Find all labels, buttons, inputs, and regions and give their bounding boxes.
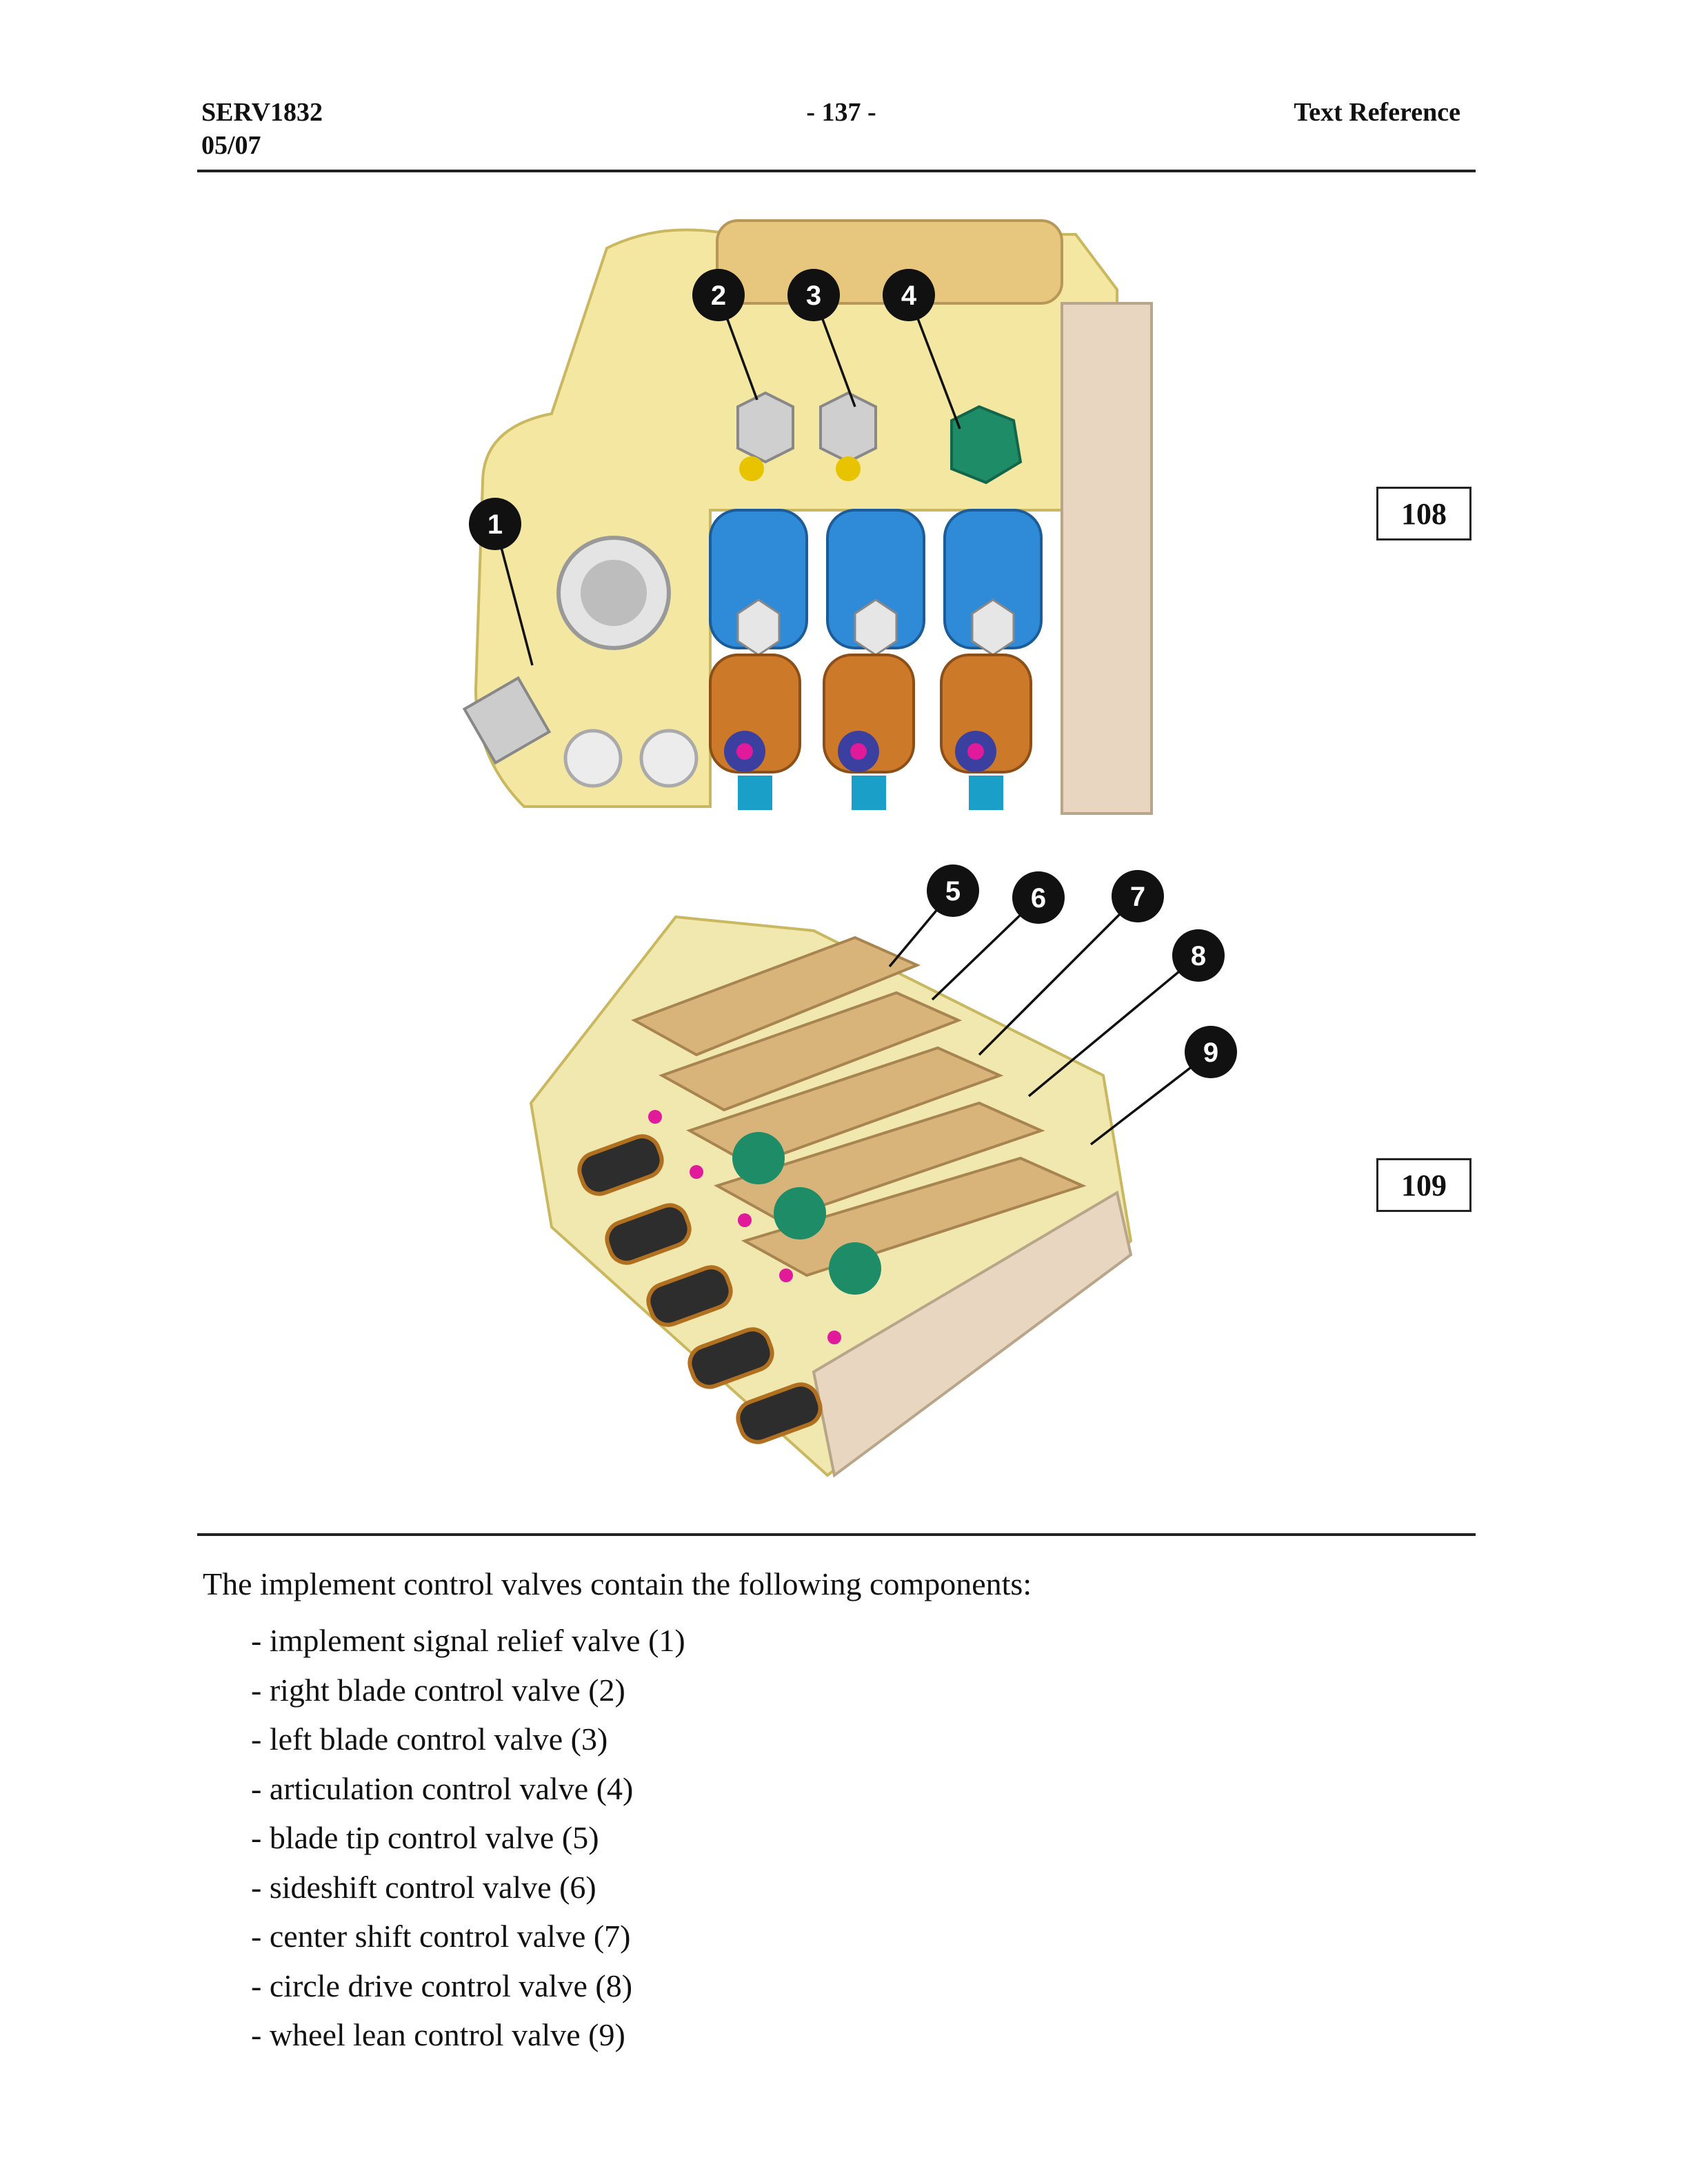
callout-4: 4 (883, 269, 935, 321)
callout-2: 2 (692, 269, 745, 321)
section-rule (197, 1533, 1476, 1536)
valve-illustrations: 1 2 3 4 5 6 7 8 9 (462, 219, 1237, 1478)
svg-text:8: 8 (1191, 941, 1206, 971)
svg-text:2: 2 (711, 281, 726, 311)
list-item: - articulation control valve (4) (251, 1770, 634, 1806)
svg-text:9: 9 (1203, 1038, 1218, 1068)
section-title: Text Reference (1294, 98, 1460, 127)
figure-109-illustration (529, 915, 1133, 1478)
svg-text:5: 5 (945, 876, 961, 907)
svg-text:1: 1 (488, 509, 503, 540)
callout-5: 5 (927, 865, 979, 917)
figure-label-109: 109 (1376, 1158, 1471, 1212)
list-item: - wheel lean control valve (9) (251, 2017, 625, 2052)
figure-label-108: 108 (1376, 487, 1471, 540)
callout-9: 9 (1185, 1026, 1237, 1078)
component-list: - implement signal relief valve (1) - ri… (251, 1621, 685, 2065)
svg-text:3: 3 (806, 281, 821, 311)
list-item: - center shift control valve (7) (251, 1919, 631, 1954)
document-id: SERV1832 (201, 98, 323, 127)
callout-6: 6 (1012, 871, 1065, 924)
callout-7: 7 (1112, 870, 1164, 922)
intro-paragraph: The implement control valves contain the… (203, 1566, 1032, 1601)
list-item: - implement signal relief valve (1) (251, 1623, 685, 1658)
list-item: - left blade control valve (3) (251, 1721, 608, 1757)
svg-text:6: 6 (1031, 883, 1046, 913)
document-date: 05/07 (201, 131, 261, 160)
callout-3: 3 (787, 269, 840, 321)
figure-108-illustration (462, 219, 1153, 815)
page-number: - 137 - (806, 98, 876, 127)
list-item: - circle drive control valve (8) (251, 1968, 633, 2003)
callout-1: 1 (469, 498, 521, 550)
list-item: - right blade control valve (2) (251, 1672, 625, 1708)
list-item: - sideshift control valve (6) (251, 1869, 596, 1905)
callout-8: 8 (1172, 929, 1225, 982)
header-rule (197, 170, 1476, 172)
svg-text:4: 4 (901, 281, 917, 311)
svg-text:7: 7 (1130, 882, 1145, 912)
list-item: - blade tip control valve (5) (251, 1820, 599, 1855)
